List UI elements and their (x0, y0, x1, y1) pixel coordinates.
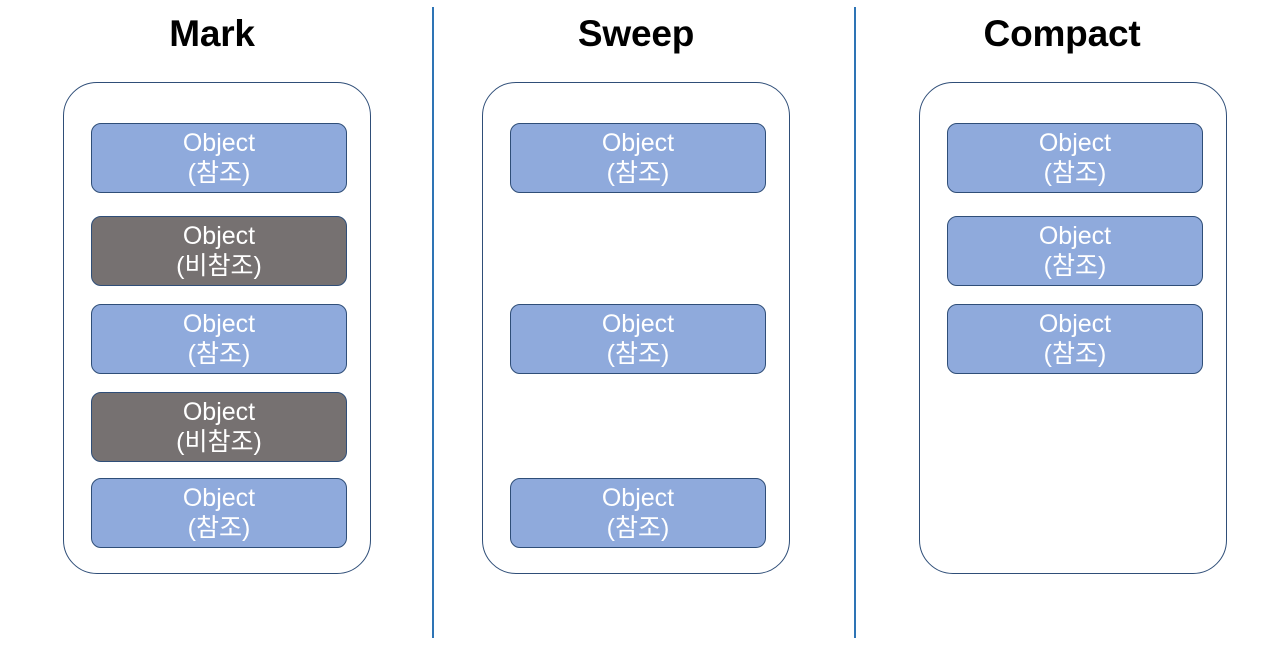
column-mark: Mark Object (참조) Object (비참조) Object (참조… (2, 0, 422, 655)
object-block-line1: Object (182, 129, 256, 157)
object-block-line2: (비참조) (176, 428, 262, 456)
object-block-line2: (참조) (606, 514, 670, 542)
object-block-line1: Object (182, 222, 256, 250)
object-block-line2: (참조) (1043, 252, 1107, 280)
object-block-referenced: Object (참조) (947, 216, 1203, 286)
object-block-referenced: Object (참조) (947, 123, 1203, 193)
object-block-line1: Object (182, 310, 256, 338)
object-block-line1: Object (182, 484, 256, 512)
column-divider-1 (432, 7, 434, 638)
column-title-sweep: Sweep (577, 13, 695, 54)
object-block-referenced: Object (참조) (91, 123, 347, 193)
object-block-referenced: Object (참조) (510, 478, 766, 548)
column-sweep: Sweep Object (참조) Object (참조) Object (참조… (426, 0, 846, 655)
object-block-line1: Object (182, 398, 256, 426)
object-block-line1: Object (1038, 310, 1112, 338)
object-block-unreferenced: Object (비참조) (91, 216, 347, 286)
object-block-referenced: Object (참조) (947, 304, 1203, 374)
object-block-line2: (참조) (1043, 159, 1107, 187)
column-divider-2 (854, 7, 856, 638)
object-block-referenced: Object (참조) (91, 478, 347, 548)
object-block-referenced: Object (참조) (91, 304, 347, 374)
object-block-line1: Object (1038, 129, 1112, 157)
object-block-line2: (참조) (606, 340, 670, 368)
object-block-line2: (참조) (1043, 340, 1107, 368)
column-compact: Compact Object (참조) Object (참조) Object (… (852, 0, 1262, 655)
object-block-line1: Object (601, 484, 675, 512)
object-block-line2: (참조) (187, 340, 251, 368)
object-block-line2: (비참조) (176, 252, 262, 280)
object-block-unreferenced: Object (비참조) (91, 392, 347, 462)
column-title-mark: Mark (169, 13, 255, 54)
object-block-line2: (참조) (187, 159, 251, 187)
object-block-line1: Object (601, 310, 675, 338)
object-block-referenced: Object (참조) (510, 304, 766, 374)
object-block-referenced: Object (참조) (510, 123, 766, 193)
object-block-line2: (참조) (187, 514, 251, 542)
object-block-line2: (참조) (606, 159, 670, 187)
object-block-line1: Object (601, 129, 675, 157)
column-title-compact: Compact (983, 13, 1141, 54)
object-block-line1: Object (1038, 222, 1112, 250)
